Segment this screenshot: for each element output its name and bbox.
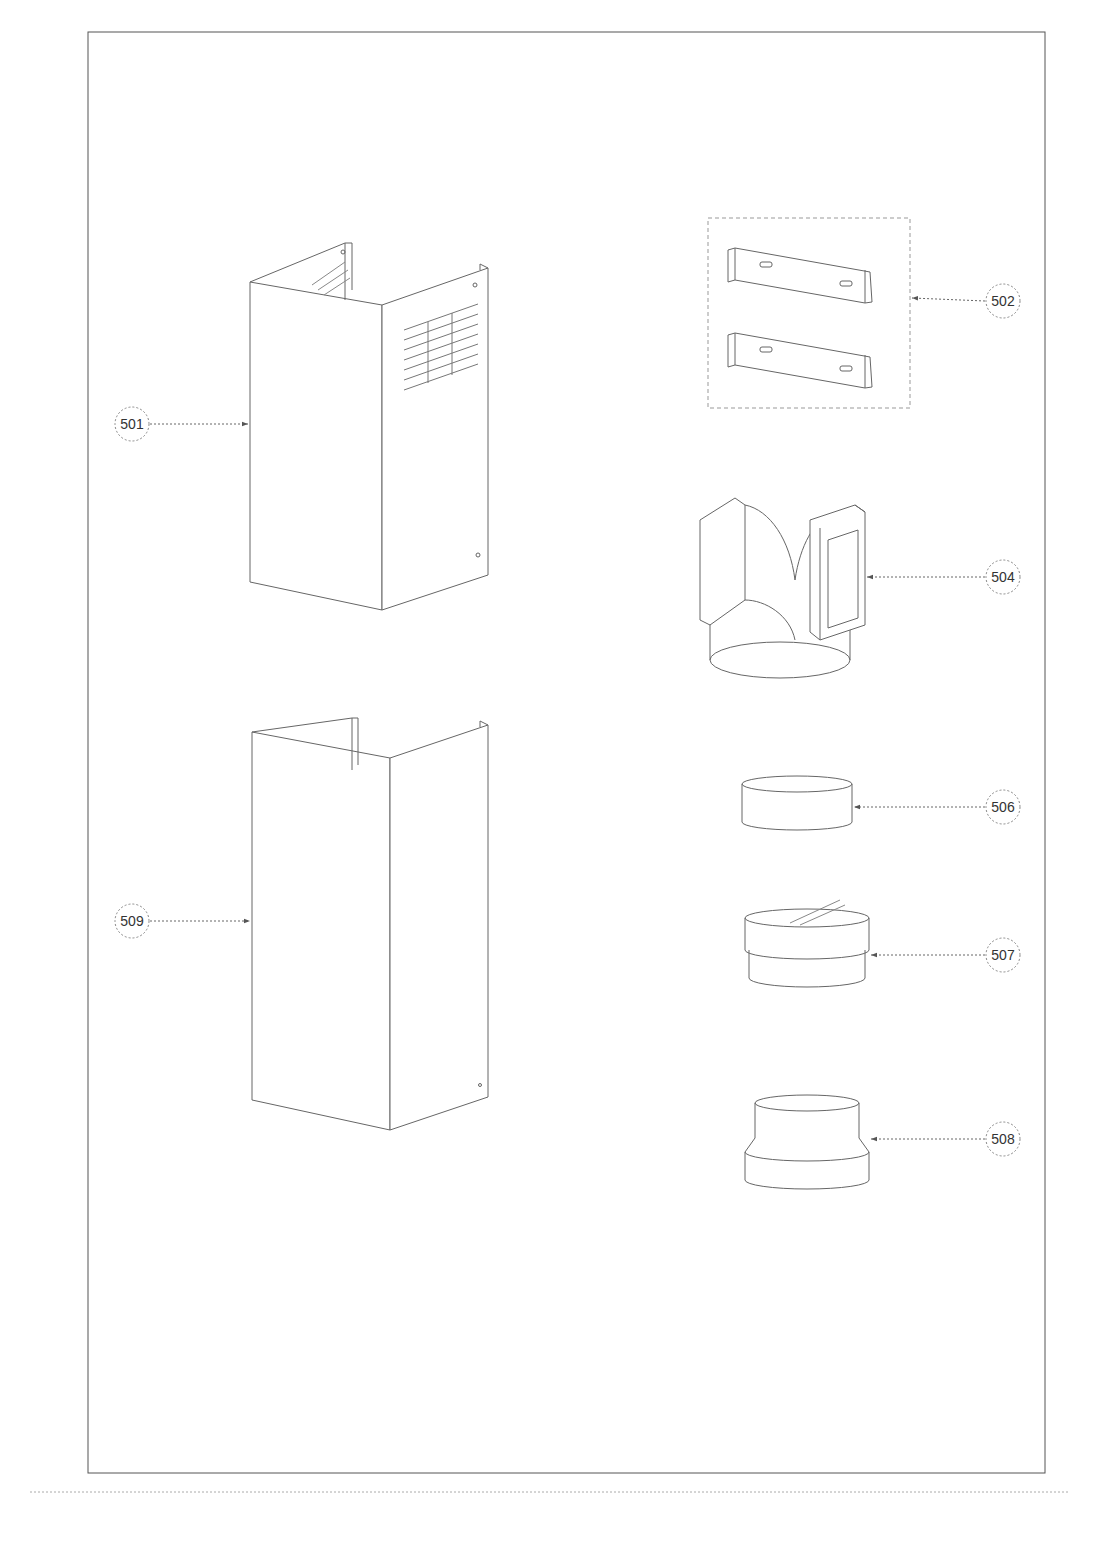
callout-number: 506 [991, 800, 1014, 814]
callout-number: 502 [991, 294, 1014, 308]
callout-number: 504 [991, 570, 1014, 584]
callout-number: 501 [120, 417, 143, 431]
callout-number: 507 [991, 948, 1014, 962]
callout-number: 509 [120, 914, 143, 928]
callout-number: 508 [991, 1132, 1014, 1146]
